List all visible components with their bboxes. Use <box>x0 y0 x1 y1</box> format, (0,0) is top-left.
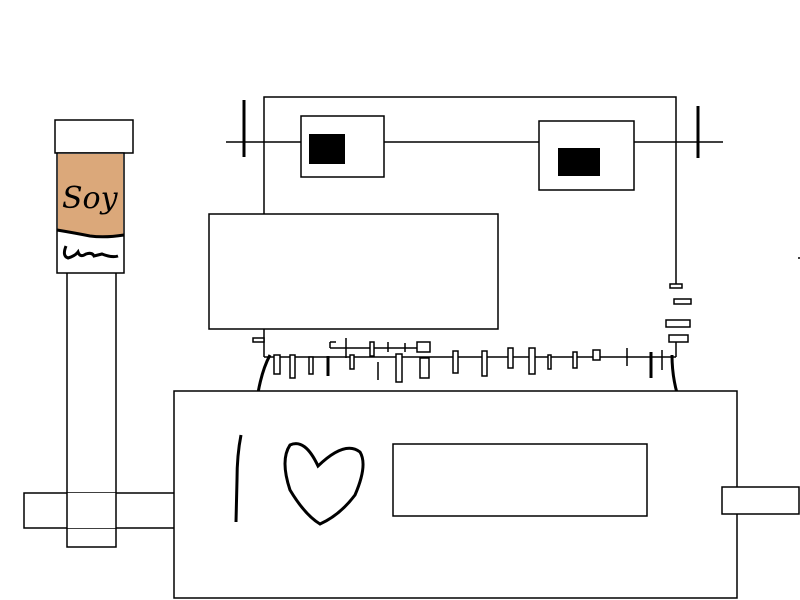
vertical-mark <box>234 434 243 523</box>
upper-frame <box>208 96 723 358</box>
soy-post: Soy <box>23 119 188 548</box>
heart-icon <box>283 442 365 526</box>
screen-panel <box>208 213 499 330</box>
tick-strip <box>256 338 679 394</box>
base-unit <box>173 390 800 599</box>
right-handle[interactable] <box>721 486 800 515</box>
display-panel <box>392 443 648 517</box>
label-scribble <box>62 245 119 260</box>
label-text: Soy <box>62 181 119 216</box>
label-cap <box>54 119 134 154</box>
label-fill <box>58 154 123 237</box>
